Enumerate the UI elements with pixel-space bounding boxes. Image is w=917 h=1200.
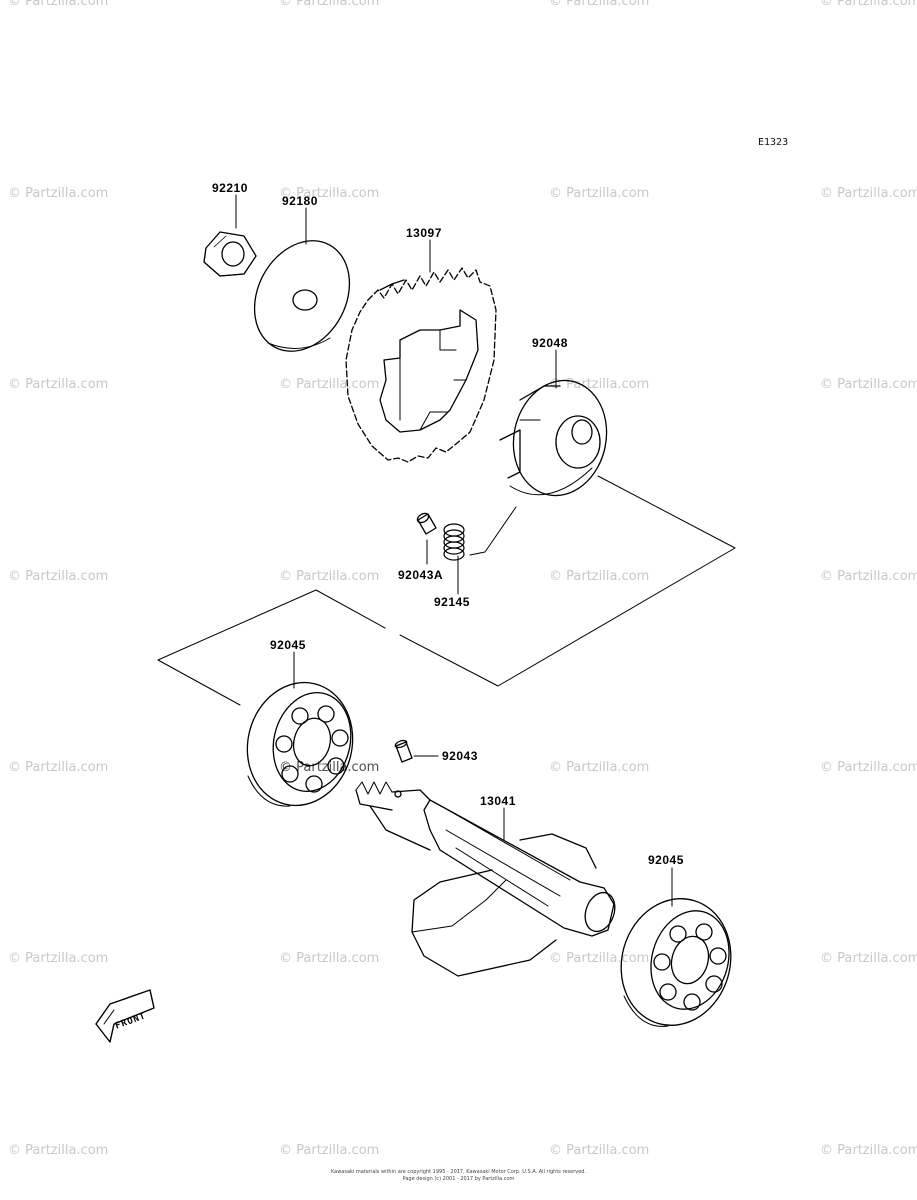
- watermark-text: © Partzilla.com: [549, 1143, 650, 1158]
- label-92145: 92145: [434, 595, 470, 609]
- label-92045-right: 92045: [648, 853, 684, 867]
- label-13097: 13097: [406, 226, 442, 240]
- watermark-text: © Partzilla.com: [549, 569, 650, 584]
- gear-13097: [345, 267, 497, 463]
- watermark-text: © Partzilla.com: [8, 951, 109, 966]
- watermark-text: © Partzilla.com: [8, 186, 109, 201]
- spring-92145: [443, 523, 465, 561]
- watermark-text: © Partzilla.com: [279, 951, 380, 966]
- watermark-text: © Partzilla.com: [279, 1143, 380, 1158]
- watermark-text: © Partzilla.com: [8, 377, 109, 392]
- watermark-text: © Partzilla.com: [279, 0, 380, 9]
- leader-lines: [235, 194, 673, 907]
- watermark-text: © Partzilla.com: [820, 760, 917, 775]
- label-92210: 92210: [212, 181, 248, 195]
- nut-92210: [203, 231, 257, 277]
- watermark-text: © Partzilla.com: [279, 569, 380, 584]
- pin-92043: [394, 739, 413, 763]
- label-92043a: 92043A: [398, 568, 443, 582]
- watermark-text: © Partzilla.com: [820, 569, 917, 584]
- front-marker-label: FRONT: [114, 1011, 148, 1031]
- diagram-code: E1323: [758, 137, 789, 148]
- shaft-13041: [355, 781, 616, 977]
- watermark-text: © Partzilla.com: [279, 186, 380, 201]
- label-92048: 92048: [532, 336, 568, 350]
- hub-92048: [499, 379, 608, 497]
- watermark-text: © Partzilla.com: [549, 186, 650, 201]
- bearing-left-92045: [246, 681, 354, 807]
- footer-page-design: Page design (c) 2001 - 2017 by Partzilla…: [402, 1176, 515, 1182]
- part-labels: 92210 92180 13097 92048 92043A 92145 920…: [212, 181, 684, 867]
- watermark-text: © Partzilla.com: [820, 951, 917, 966]
- watermark-text: © Partzilla.com: [820, 186, 917, 201]
- watermark-text: © Partzilla.com: [820, 0, 917, 9]
- watermark-text: © Partzilla.com: [279, 377, 380, 392]
- watermark-text: © Partzilla.com: [820, 377, 917, 392]
- watermark-text-center: © Partzilla.com: [279, 760, 380, 775]
- watermark-text: © Partzilla.com: [549, 951, 650, 966]
- label-92043: 92043: [442, 749, 478, 763]
- bearing-right-92045: [620, 898, 732, 1027]
- watermark-text: © Partzilla.com: [8, 760, 109, 775]
- footer-copyright: Kawasaki materials within are copyright …: [330, 1169, 587, 1175]
- assembly-lines: [157, 475, 736, 706]
- watermark-text: © Partzilla.com: [279, 760, 380, 775]
- label-13041: 13041: [480, 794, 516, 808]
- watermark-text: © Partzilla.com: [549, 760, 650, 775]
- front-arrow-icon: FRONT: [95, 989, 155, 1043]
- pin-92043a: [416, 512, 437, 535]
- watermark-text: © Partzilla.com: [8, 1143, 109, 1158]
- watermark-text: © Partzilla.com: [8, 0, 109, 9]
- washer-92180: [253, 240, 351, 352]
- label-92180: 92180: [282, 194, 318, 208]
- label-92045-left: 92045: [270, 638, 306, 652]
- watermark-text: © Partzilla.com: [8, 569, 109, 584]
- watermark-text: © Partzilla.com: [820, 1143, 917, 1158]
- watermark-text: © Partzilla.com: [549, 0, 650, 9]
- watermark-text: © Partzilla.com: [549, 377, 650, 392]
